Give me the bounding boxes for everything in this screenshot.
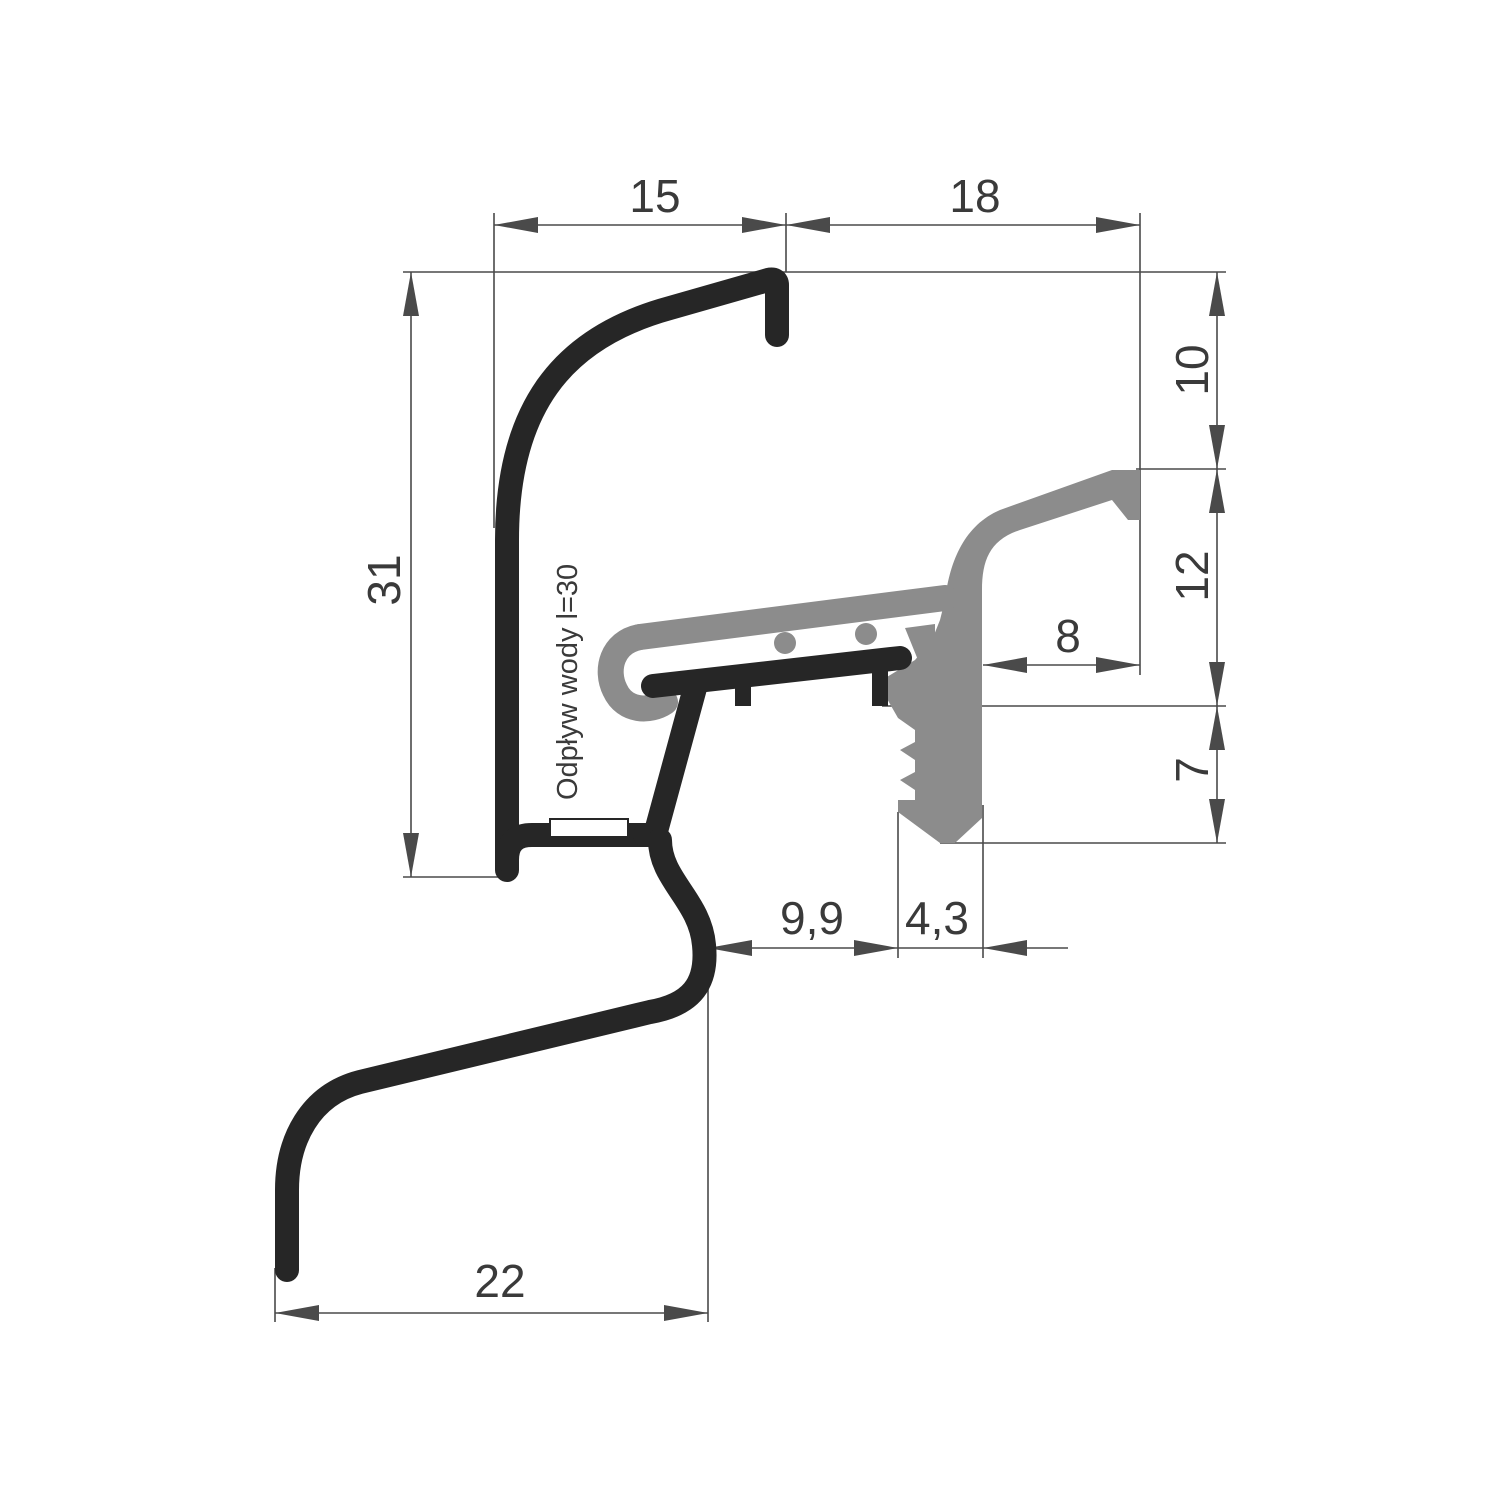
dim-label-seal-offset: 8 bbox=[1055, 610, 1081, 662]
aluminium-profile bbox=[275, 267, 912, 1282]
dimension-seal-offset: 8 bbox=[983, 610, 1140, 673]
dimension-bottom-width: 22 bbox=[275, 1255, 708, 1321]
seal-bump bbox=[855, 623, 877, 645]
seal-tip bbox=[905, 624, 935, 660]
profile-tongue-leg bbox=[735, 680, 751, 706]
profile-tongue bbox=[641, 646, 912, 698]
seal-bump bbox=[774, 632, 796, 654]
dim-label-height-total: 31 bbox=[358, 554, 410, 605]
dim-label-top-left: 15 bbox=[629, 170, 680, 222]
profile-tongue-leg bbox=[872, 664, 888, 706]
water-drain-note: Odpływ wody l=30 bbox=[552, 564, 584, 800]
dim-label-bottom-width: 22 bbox=[474, 1255, 525, 1307]
profile-outer-shell bbox=[495, 267, 789, 882]
dim-label-height-lower-right: 7 bbox=[1166, 757, 1218, 783]
dimension-height-middle-right: 12 bbox=[1166, 469, 1225, 706]
dim-label-top-right: 18 bbox=[949, 170, 1000, 222]
drain-slot bbox=[549, 818, 629, 838]
dimension-seal-width: 4,3 bbox=[898, 892, 1068, 956]
seal-arm bbox=[627, 585, 958, 650]
dimension-height-upper-right: 10 bbox=[1166, 272, 1225, 469]
dimension-height-lower-right: 7 bbox=[1166, 706, 1225, 843]
dimension-top-right: 18 bbox=[786, 170, 1140, 233]
seal-body bbox=[882, 470, 1140, 843]
dimension-gap-width: 9,9 bbox=[708, 892, 898, 956]
dim-label-height-upper-right: 10 bbox=[1166, 344, 1218, 395]
profile-drain-base bbox=[495, 823, 657, 872]
dim-label-gap-width: 9,9 bbox=[780, 892, 844, 944]
seal-hook bbox=[597, 624, 678, 722]
dim-label-height-middle-right: 12 bbox=[1166, 550, 1218, 601]
dim-label-seal-width: 4,3 bbox=[905, 892, 969, 944]
rubber-seal bbox=[597, 470, 1140, 843]
profile-lower-sill bbox=[275, 828, 717, 1282]
extension-lines bbox=[274, 213, 1226, 1322]
dimension-height-total: 31 bbox=[358, 272, 419, 877]
dimension-top-left: 15 bbox=[494, 170, 786, 233]
